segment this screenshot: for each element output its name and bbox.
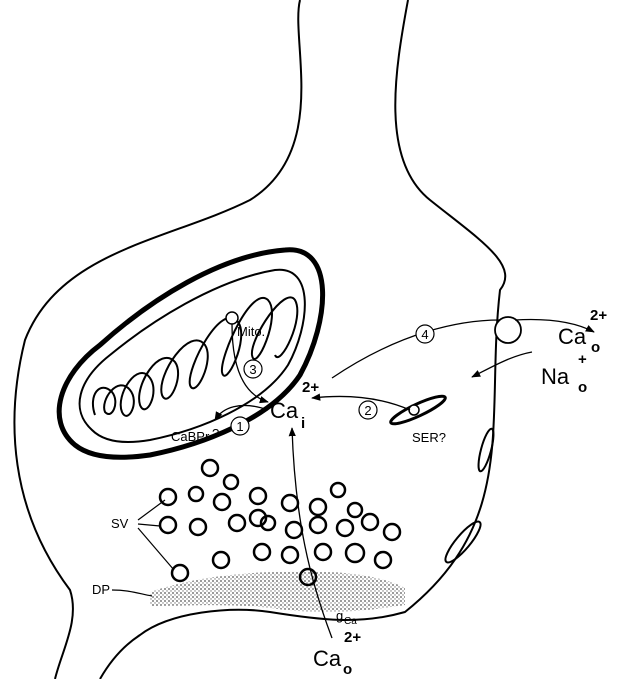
sv-label: SV (111, 516, 129, 531)
dense-projection-stipple (150, 572, 405, 612)
label-leader-lines (112, 500, 174, 596)
synaptic-vesicle (315, 544, 331, 560)
dp-leader (112, 590, 152, 596)
svg-text:+: + (578, 351, 587, 368)
membrane-exchanger (495, 317, 521, 343)
extracellular-calcium-label-bottom: Ca 2+ o (313, 629, 361, 678)
ser-label: SER? (412, 430, 446, 445)
synaptic-vesicle (384, 524, 400, 540)
svg-text:i: i (301, 415, 305, 432)
synaptic-vesicle (172, 565, 188, 581)
svg-text:o: o (591, 339, 600, 356)
synaptic-vesicle (229, 515, 245, 531)
svg-text:2+: 2+ (344, 629, 361, 646)
synaptic-vesicle (213, 552, 229, 568)
synaptic-vesicle (310, 499, 326, 515)
svg-text:Ca: Ca (313, 646, 342, 671)
synaptic-vesicle (190, 519, 206, 535)
pathway-4-arrow-inbound (332, 320, 500, 378)
extracellular-calcium-label-right: Ca 2+ o (558, 307, 607, 356)
svg-text:o: o (578, 379, 587, 396)
er-profile-lower (441, 518, 485, 567)
svg-text:2+: 2+ (590, 307, 607, 324)
synaptic-vesicle (348, 503, 362, 517)
mitochondrion (59, 250, 322, 458)
cabpr-question-mark: ? (212, 426, 219, 441)
synaptic-vesicle (189, 487, 203, 501)
pathway-number-1: 1 (231, 417, 249, 435)
synaptic-vesicle (224, 475, 238, 489)
synaptic-vesicle (254, 544, 270, 560)
svg-text:g: g (336, 608, 343, 623)
svg-text:2+: 2+ (302, 379, 319, 396)
synaptic-vesicle (346, 544, 364, 562)
synaptic-vesicle (310, 517, 326, 533)
svg-text:3: 3 (249, 362, 256, 377)
synaptic-vesicle (250, 488, 266, 504)
svg-text:4: 4 (421, 327, 428, 342)
synaptic-vesicle (337, 520, 353, 536)
pathway-number-4: 4 (416, 325, 434, 343)
pathway-number-3: 3 (244, 360, 262, 378)
sv-leader-1 (138, 500, 165, 520)
extracellular-sodium-label: Na + o (541, 351, 587, 396)
synaptic-vesicle (282, 547, 298, 563)
svg-text:Na: Na (541, 364, 570, 389)
svg-text:Ca: Ca (270, 398, 299, 423)
svg-text:Ca: Ca (558, 324, 587, 349)
svg-text:Ca: Ca (344, 616, 357, 627)
sv-leader-3 (138, 528, 174, 570)
cabpr-label: CaBPr (171, 429, 210, 444)
mitochondrion-cristae (93, 297, 297, 416)
mito-label: Mito. (237, 324, 265, 339)
svg-text:2: 2 (364, 403, 371, 418)
synaptic-vesicle (375, 552, 391, 568)
mitochondrion-transporter (226, 312, 238, 324)
synaptic-vesicle (202, 460, 218, 476)
pathway-number-2: 2 (359, 401, 377, 419)
dp-label: DP (92, 582, 110, 597)
ser-transporter (409, 405, 419, 415)
synaptic-vesicle-cluster (160, 460, 400, 585)
svg-text:1: 1 (236, 419, 243, 434)
synaptic-vesicle (160, 517, 176, 533)
synaptic-vesicle (286, 522, 302, 538)
smooth-er (388, 392, 447, 428)
synaptic-vesicle (282, 495, 298, 511)
synaptic-vesicle (362, 514, 378, 530)
er-profile-upper (475, 427, 496, 472)
sv-leader-2 (138, 524, 160, 526)
svg-text:o: o (343, 661, 352, 678)
synaptic-vesicle (331, 483, 345, 497)
intracellular-calcium-label: Ca 2+ i (270, 379, 319, 432)
pathway-4-arrow-na-entry (472, 352, 532, 377)
synaptic-vesicle (214, 494, 230, 510)
